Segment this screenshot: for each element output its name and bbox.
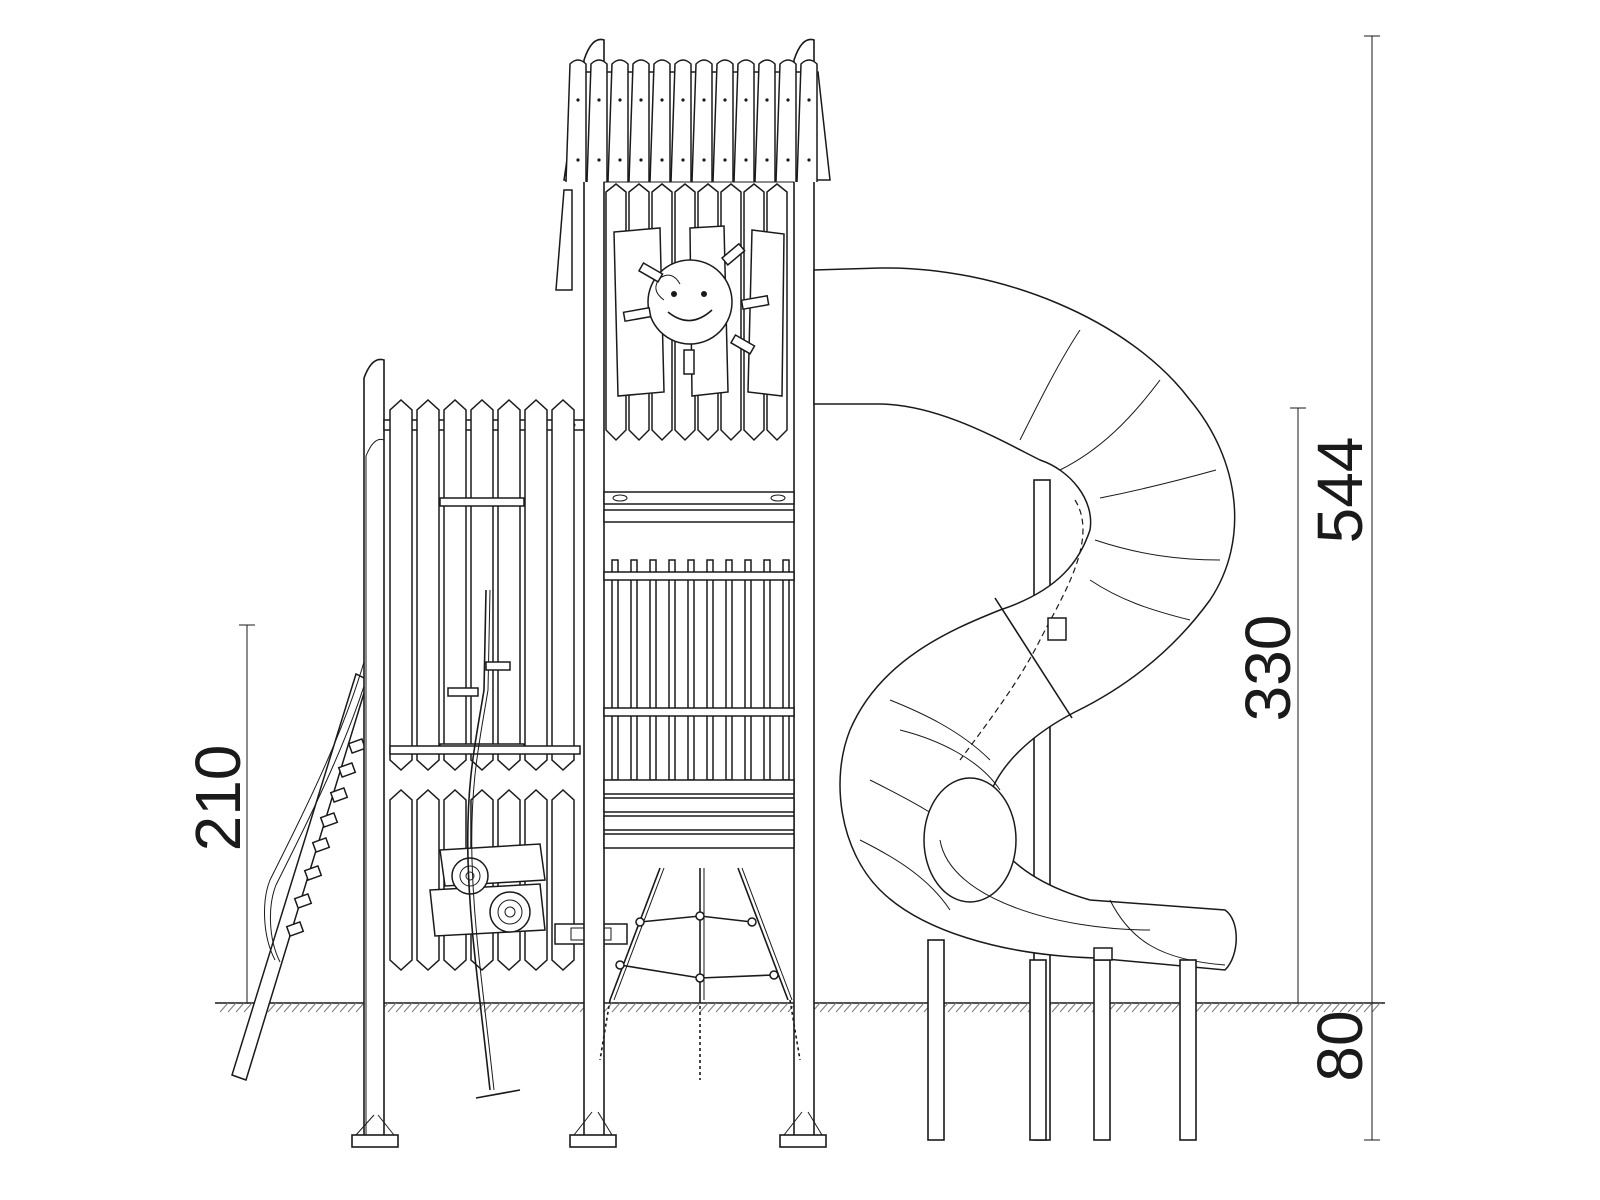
rail-bar	[668, 559, 676, 781]
main-tower	[555, 38, 831, 1148]
lower-wall-picket	[551, 398, 575, 772]
dim-lower-platform-label: 210	[182, 745, 254, 852]
lower-wall-picket	[497, 398, 521, 772]
roof-plank	[712, 59, 734, 183]
lower-wall-picket	[443, 398, 467, 772]
rail-bar	[649, 559, 657, 781]
rail-bar	[744, 559, 752, 781]
lower-wall-picket	[416, 398, 440, 772]
roof-plank	[691, 59, 713, 183]
roof-plank	[628, 59, 650, 183]
rail-bar	[725, 559, 733, 781]
roof-plank	[796, 59, 818, 183]
rail-bar	[687, 559, 695, 781]
rail-bar	[763, 559, 771, 781]
roof-plank	[649, 59, 671, 183]
lower-wall-picket	[389, 398, 413, 772]
rope-net	[599, 867, 801, 1080]
lower-wall-picket	[389, 788, 413, 972]
roof-plank	[565, 59, 587, 183]
roof-plank	[670, 59, 692, 183]
dimension-lines	[239, 35, 1380, 1141]
roof-plank	[775, 59, 797, 183]
rail-bar	[611, 559, 619, 781]
climbing-ramp	[231, 639, 377, 1081]
tower-roof	[555, 59, 831, 291]
lower-wall-picket	[524, 398, 548, 772]
roof-plank	[754, 59, 776, 183]
left-posts	[351, 358, 399, 1148]
gear-panel	[429, 843, 546, 937]
dim-platform-label: 330	[1232, 615, 1304, 722]
lower-tower	[383, 398, 628, 1099]
roof-plank	[733, 59, 755, 183]
roof-plank	[607, 59, 629, 183]
dim-foundation-label: 80	[1304, 1010, 1376, 1081]
rail-bar	[630, 559, 638, 781]
rail-bar	[706, 559, 714, 781]
dim-total-label: 544	[1304, 437, 1376, 544]
lower-wall-picket	[416, 788, 440, 972]
sun-panel	[613, 225, 785, 397]
rail-bar	[782, 559, 790, 781]
lower-wall-picket	[470, 398, 494, 772]
roof-plank	[586, 59, 608, 183]
spiral-slide	[813, 267, 1237, 1141]
